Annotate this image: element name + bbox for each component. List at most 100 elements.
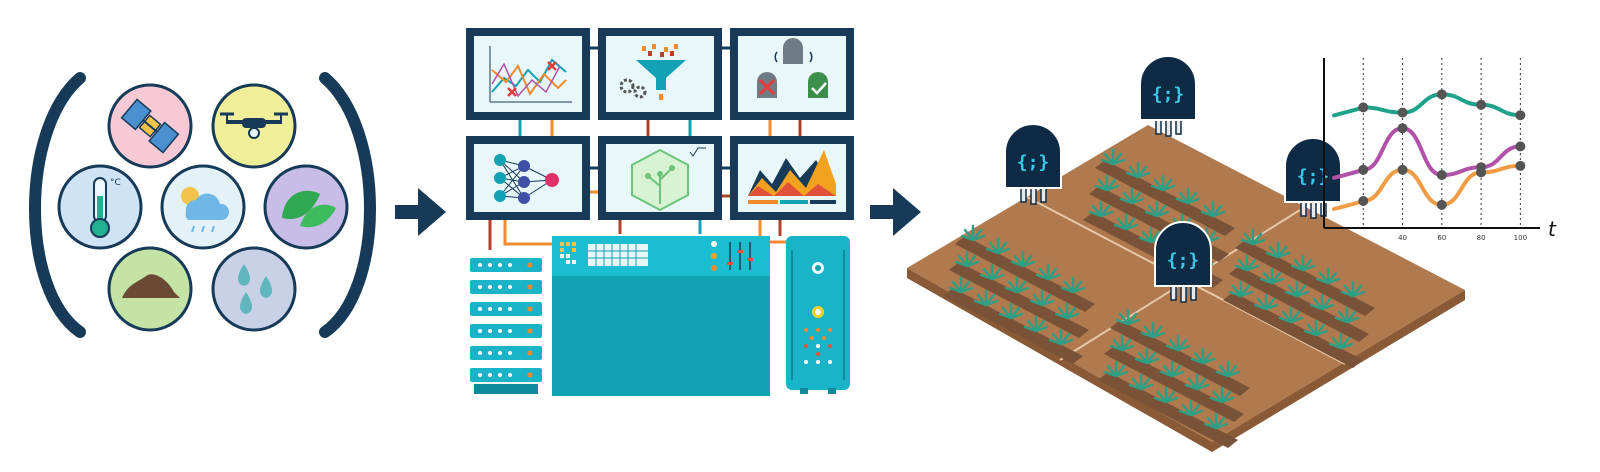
plant (1209, 386, 1235, 404)
plant (1328, 332, 1354, 350)
sensor-label: {;} (1167, 250, 1200, 271)
plant (1190, 347, 1216, 365)
soil-sensor: {;} (1154, 221, 1212, 303)
plant (1125, 161, 1151, 179)
celsius-unit: °C (110, 178, 121, 188)
satellite-icon (107, 83, 193, 169)
plant (1178, 399, 1204, 417)
crop-row (1098, 372, 1238, 448)
ts-data-point (1397, 107, 1408, 118)
ts-data-point (1358, 164, 1369, 175)
sensor-validation-panel (730, 28, 854, 120)
plant (998, 302, 1024, 320)
plant (1340, 280, 1366, 298)
plant (1278, 306, 1304, 324)
plant (1094, 174, 1120, 192)
plant (1140, 321, 1166, 339)
plant (1113, 213, 1139, 231)
sensor-label: {;} (1017, 152, 1050, 173)
drone-icon (211, 83, 297, 169)
plant (1165, 334, 1191, 352)
plant (1284, 280, 1310, 298)
sensors: {;} {;} {;} {;} (1004, 55, 1342, 303)
plant (1175, 187, 1201, 205)
line-chart-panel (466, 28, 590, 120)
field-group: {;} {;} {;} {;} (907, 55, 1465, 452)
plant (1234, 254, 1260, 272)
server-tower (786, 236, 850, 394)
soil-sensor: {;} (1139, 55, 1197, 137)
ts-data-point (1476, 167, 1487, 178)
plant (1119, 187, 1145, 205)
plant (1048, 328, 1074, 346)
plant (1010, 250, 1036, 268)
plant (1290, 254, 1316, 272)
data-filter-panel (598, 28, 722, 120)
plant (1265, 241, 1291, 259)
plant (1088, 200, 1114, 218)
ts-data-point (1397, 123, 1408, 134)
plant (1054, 302, 1080, 320)
plant (1315, 267, 1341, 285)
plant (985, 237, 1011, 255)
plant (960, 224, 986, 242)
plant (1153, 386, 1179, 404)
crop-row (955, 236, 1095, 312)
processing-group (466, 28, 854, 396)
crop-row (1095, 160, 1235, 236)
crop-row (949, 262, 1089, 338)
plant (1215, 360, 1241, 378)
control-console (552, 236, 770, 396)
arrow-to-processing (395, 188, 446, 236)
plant (1253, 293, 1279, 311)
plant (1259, 267, 1285, 285)
plant (1150, 174, 1176, 192)
left-bracket (29, 72, 86, 338)
soil-icon (107, 246, 193, 332)
plant (973, 289, 999, 307)
plant (1029, 289, 1055, 307)
plant (979, 263, 1005, 281)
area-chart-panel (730, 136, 854, 220)
crop-row (1229, 266, 1369, 342)
plant (1203, 412, 1229, 430)
arrow-to-field (870, 188, 921, 236)
neural-network-panel (466, 136, 590, 220)
ts-tick-label: 60 (1437, 234, 1446, 242)
right-bracket (319, 72, 376, 338)
ts-tick-label: 100 (1514, 234, 1527, 242)
ts-data-point (1436, 199, 1447, 210)
plant (1115, 308, 1141, 326)
plant (1134, 347, 1160, 365)
plant (1138, 226, 1164, 244)
ts-tick-label: 40 (1398, 234, 1407, 242)
decision-tree-panel (598, 136, 722, 220)
ts-data-point (1358, 196, 1369, 206)
ts-data-point (1358, 102, 1369, 113)
crop-row (1235, 240, 1375, 316)
water-drops-icon (211, 246, 297, 332)
ts-data-point (1515, 110, 1526, 121)
input-sources-group: °C (29, 72, 376, 338)
sensor-label: {;} (1297, 166, 1330, 187)
ts-data-point (1436, 170, 1447, 180)
crop-row (1104, 346, 1244, 422)
plant (1240, 228, 1266, 246)
field-plot-side-right (1212, 290, 1465, 452)
plant (1004, 276, 1030, 294)
plant (1200, 200, 1226, 218)
plant (1128, 373, 1154, 391)
crop-row (1223, 292, 1363, 368)
sensor-label: {;} (1152, 84, 1185, 105)
plant (1060, 276, 1086, 294)
ts-tick-label: 80 (1477, 234, 1486, 242)
plant (1334, 306, 1360, 324)
plant (1023, 315, 1049, 333)
plant (1035, 263, 1061, 281)
plant (1103, 360, 1129, 378)
soil-sensor: {;} (1004, 123, 1062, 205)
ts-data-point (1515, 141, 1526, 152)
ts-data-point (1436, 89, 1447, 100)
